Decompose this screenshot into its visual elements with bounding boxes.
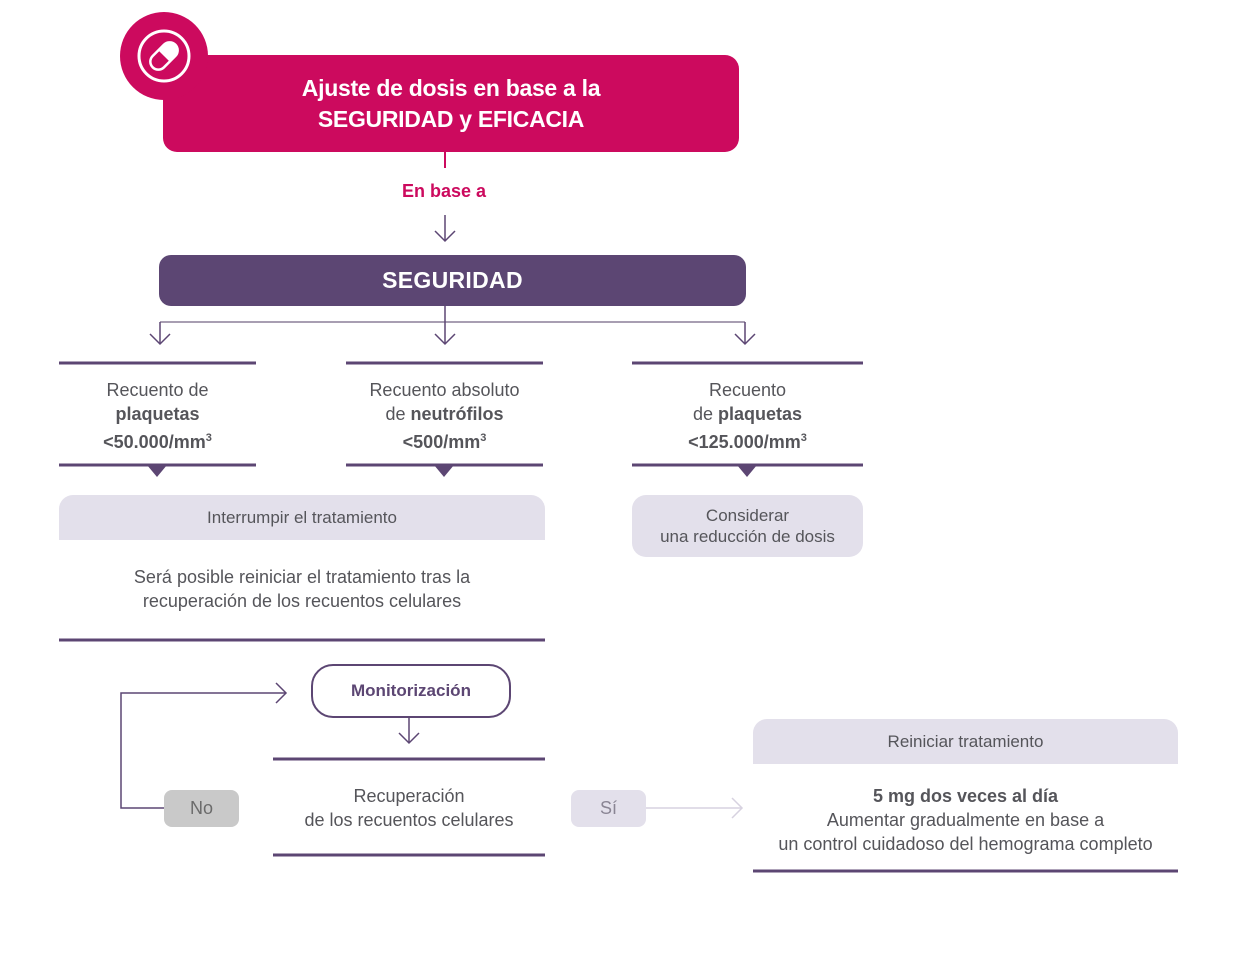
arrowhead-no-loop (275, 682, 288, 704)
criterion-3-sup: 3 (800, 432, 807, 444)
restart-treatment-body: 5 mg dos veces al día Aumentar gradualme… (753, 784, 1178, 856)
criterion-2-prefix: Recuento absoluto (369, 380, 520, 400)
criterion-2-sup: 3 (480, 432, 487, 444)
decision-yes-tag: Sí (571, 790, 646, 827)
reduce-dose-line-2: una reducción de dosis (660, 527, 835, 546)
interrupt-treatment-box: Interrumpir el tratamiento (59, 495, 545, 540)
criterion-neutrophils: Recuento absoluto de neutrófilos <500/mm… (346, 378, 543, 454)
restart-line-2: Aumentar gradualmente en base a (826, 810, 1105, 830)
criterion-3-bold: plaquetas (718, 404, 803, 424)
restart-treatment-title: Reiniciar tratamiento (887, 732, 1044, 751)
criterion-1-prefix: Recuento de (106, 380, 209, 400)
criteria-1-pointer (147, 465, 167, 477)
arrowhead-monitoring-down (398, 732, 420, 745)
arrowhead-to-safety (434, 230, 456, 243)
arrowhead-branch-right (734, 333, 756, 346)
criterion-2-lead: de (385, 404, 411, 424)
header-box: Ajuste de dosis en base a la SEGURIDAD y… (163, 55, 739, 152)
arrowhead-yes (731, 797, 744, 819)
criterion-platelets-moderate: Recuento de plaquetas <125.000/mm3 (632, 378, 863, 454)
restart-note-line-1: Será posible reiniciar el tratamiento tr… (133, 567, 471, 587)
arrowhead-branch-left (149, 333, 171, 346)
criterion-1-bold: plaquetas (115, 404, 200, 424)
decision-no-tag: No (164, 790, 239, 827)
recovery-line-1: Recuperación (353, 786, 465, 806)
criterion-platelets-low: Recuento de plaquetas <50.000/mm3 (59, 378, 256, 454)
criterion-2-threshold: <500/mm (402, 432, 481, 452)
restart-dose: 5 mg dos veces al día (872, 786, 1059, 806)
safety-title-bar: SEGURIDAD (159, 255, 746, 306)
interrupt-treatment-label: Interrumpir el tratamiento (207, 508, 397, 527)
criteria-2-pointer (434, 465, 454, 477)
criterion-2-bold: neutrófilos (410, 404, 504, 424)
reduce-dose-line-1: Considerar (705, 506, 790, 525)
restart-line-3: un control cuidadoso del hemograma compl… (778, 834, 1153, 854)
connector-label: En base a (401, 181, 487, 201)
monitoring-node: Monitorización (311, 664, 511, 718)
reduce-dose-box: Considerar una reducción de dosis (632, 495, 863, 557)
criterion-1-sup: 3 (205, 432, 212, 444)
recovery-line-2: de los recuentos celulares (304, 810, 514, 830)
criterion-1-threshold: <50.000/mm (103, 432, 206, 452)
no-loop-line (120, 692, 286, 809)
criteria-3-pointer (737, 465, 757, 477)
recovery-node: Recuperación de los recuentos celulares (273, 784, 545, 832)
header-line-2: SEGURIDAD y EFICACIA (317, 105, 585, 132)
criterion-3-threshold: <125.000/mm (688, 432, 801, 452)
criterion-3-lead: de (692, 404, 718, 424)
restart-note: Será posible reiniciar el tratamiento tr… (59, 565, 545, 613)
header-line-1: Ajuste de dosis en base a la (301, 74, 601, 101)
arrowhead-branch-center (434, 333, 456, 346)
pill-icon (137, 29, 191, 83)
restart-note-line-2: recuperación de los recuentos celulares (142, 591, 462, 611)
restart-treatment-header: Reiniciar tratamiento (753, 719, 1178, 764)
criterion-3-prefix: Recuento (708, 380, 787, 400)
